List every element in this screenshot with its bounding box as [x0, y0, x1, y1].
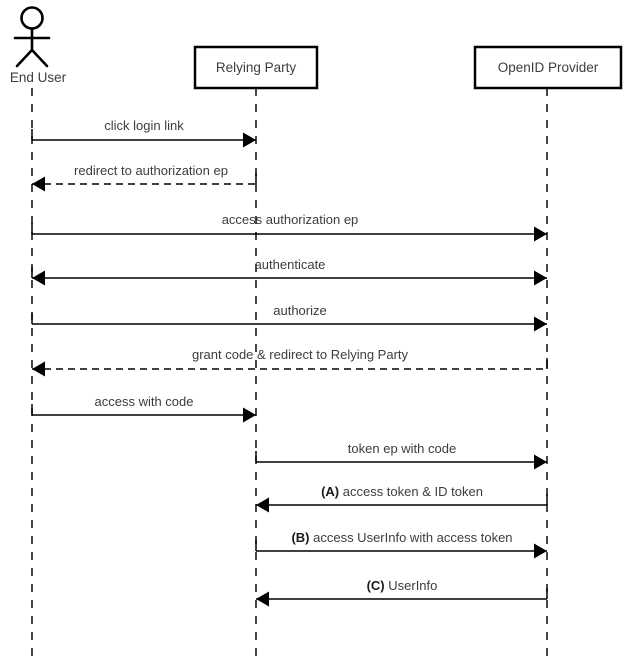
message-label: redirect to authorization ep	[74, 163, 228, 178]
message-m9: (A) access token & ID token	[256, 484, 548, 513]
arrowhead	[534, 543, 547, 559]
message-m5: authorize	[31, 303, 547, 332]
arrowhead	[534, 454, 547, 470]
arrowhead	[243, 407, 256, 423]
message-label: token ep with code	[348, 441, 456, 456]
arrowhead	[256, 497, 269, 513]
message-label-tag: (C)	[367, 578, 385, 593]
message-label: (A) access token & ID token	[321, 484, 483, 499]
arrowhead	[32, 176, 45, 192]
message-m4: authenticate	[31, 257, 547, 286]
message-label-tag: (A)	[321, 484, 339, 499]
actor-head-icon	[20, 6, 44, 30]
participant-openid-provider: OpenID Provider	[473, 45, 623, 90]
arrowhead	[256, 591, 269, 607]
message-m2: redirect to authorization ep	[32, 163, 257, 192]
participant-box-openid-provider	[473, 45, 623, 90]
participant-label-relying-party: Relying Party	[216, 60, 297, 75]
message-m7: access with code	[31, 394, 256, 423]
message-label: authorize	[273, 303, 326, 318]
message-m11: (C) UserInfo	[256, 578, 548, 607]
message-label-text: access token & ID token	[339, 484, 483, 499]
message-m6: grant code & redirect to Relying Party	[32, 347, 548, 377]
participant-end-user: End User	[10, 6, 67, 85]
message-label: access with code	[95, 394, 194, 409]
participant-label-openid-provider: OpenID Provider	[498, 60, 599, 75]
message-label: (B) access UserInfo with access token	[291, 530, 512, 545]
arrowhead	[534, 270, 547, 286]
arrowhead	[32, 270, 45, 286]
participant-label-end-user: End User	[10, 70, 67, 85]
message-label: (C) UserInfo	[367, 578, 438, 593]
arrowhead	[534, 226, 547, 242]
message-label-text: access UserInfo with access token	[310, 530, 513, 545]
message-label: grant code & redirect to Relying Party	[192, 347, 409, 362]
message-m1: click login link	[31, 118, 256, 148]
arrowhead	[534, 316, 547, 332]
message-label: click login link	[104, 118, 184, 133]
participant-relying-party: Relying Party	[193, 45, 319, 90]
message-m8: token ep with code	[255, 441, 547, 470]
message-label: authenticate	[255, 257, 326, 272]
participant-box-relying-party	[193, 45, 319, 90]
arrowhead	[243, 132, 256, 148]
message-label: access authorization ep	[222, 212, 359, 227]
message-label-text: UserInfo	[385, 578, 438, 593]
actor-leg-left-icon	[15, 48, 34, 68]
arrowhead	[32, 361, 45, 377]
message-label-tag: (B)	[291, 530, 309, 545]
message-m3: access authorization ep	[31, 212, 547, 242]
message-m10: (B) access UserInfo with access token	[255, 530, 547, 559]
participants-group: End User Relying Party OpenID Provider	[10, 6, 623, 90]
actor-leg-right-icon	[30, 48, 49, 68]
messages-group: click login link redirect to authorizatio…	[31, 118, 548, 607]
